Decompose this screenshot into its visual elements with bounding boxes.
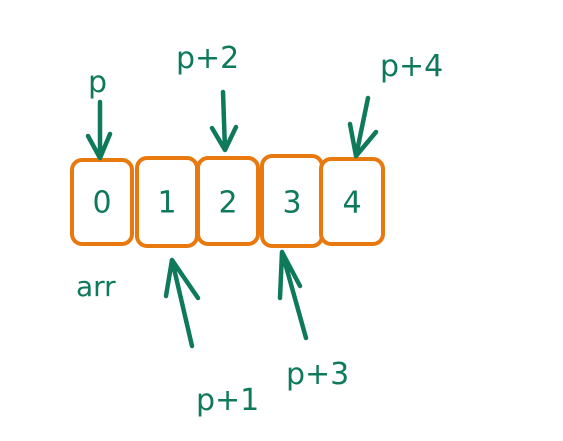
pointer-label-p: p [88, 65, 107, 100]
array-cell-value-4: 4 [342, 186, 361, 221]
pointer-p-plus-3: p+3 [277, 249, 349, 392]
array-cell-value-1: 1 [157, 186, 176, 221]
up-arrow-icon [277, 249, 309, 341]
array-cell-value-3: 3 [282, 186, 301, 221]
pointer-p-plus-2: p+2 [176, 41, 239, 153]
array-cell-0 [70, 158, 134, 246]
array-cell-2 [196, 156, 260, 246]
array-cell-value-2: 2 [218, 186, 237, 221]
array-cell-value-0: 0 [92, 186, 111, 221]
pointer-label-p-plus-2: p+2 [176, 41, 239, 76]
array-cell-4 [319, 157, 385, 246]
array-name-label: arr [76, 270, 116, 303]
pointer-p: p [85, 65, 113, 161]
down-arrow-icon [209, 89, 239, 153]
pointer-p-plus-4: p+4 [347, 49, 443, 159]
up-arrow-icon [163, 257, 201, 349]
pointer-label-p-plus-4: p+4 [380, 49, 443, 84]
down-arrow-icon [85, 99, 113, 161]
array-cells: 0 1 2 3 4 [70, 154, 385, 248]
down-arrow-icon [347, 95, 379, 159]
pointer-label-p-plus-3: p+3 [286, 357, 349, 392]
pointer-label-p-plus-1: p+1 [196, 383, 259, 418]
pointer-p-plus-1: p+1 [163, 257, 259, 418]
